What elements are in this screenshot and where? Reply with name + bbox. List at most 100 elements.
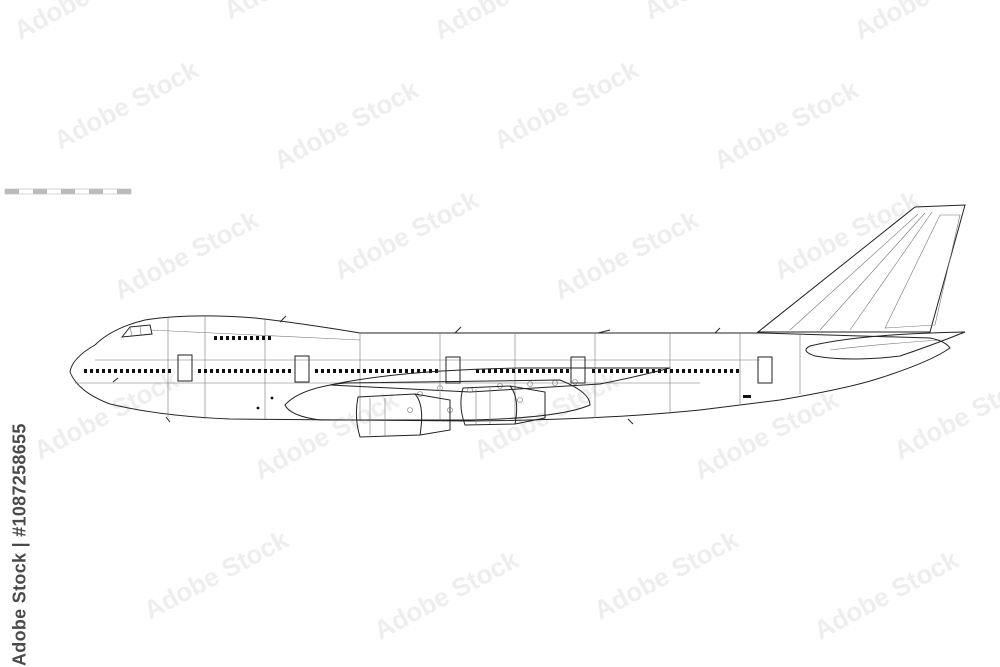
cabin-window [168, 369, 171, 373]
engine-inboard [355, 393, 451, 438]
engine-outboard [460, 385, 546, 426]
cabin-window [730, 369, 733, 373]
vertical-stabilizer [756, 204, 966, 333]
cabin-window [250, 336, 253, 340]
cabin-window [327, 369, 330, 373]
cabin-window [548, 369, 551, 373]
cabin-window [144, 369, 147, 373]
cabin-window [96, 369, 99, 373]
watermark-text: Adobe Stock [109, 204, 264, 305]
cabin-window [724, 369, 727, 373]
cabin-window [150, 369, 153, 373]
cabin-window [204, 369, 207, 373]
cabin-window [417, 369, 420, 373]
cabin-window [536, 369, 539, 373]
watermark-text: Adobe Stock [639, 0, 794, 25]
cabin-window [610, 369, 613, 373]
cabin-window [616, 369, 619, 373]
cabin-window [268, 336, 271, 340]
cabin-window [232, 336, 235, 340]
cabin-window [664, 369, 667, 373]
cabin-window [712, 369, 715, 373]
cabin-window [363, 369, 366, 373]
cabin-window [542, 369, 545, 373]
fuselage [69, 315, 951, 422]
cabin-window [676, 369, 679, 373]
cabin-window [252, 369, 255, 373]
scale-bar [4, 188, 132, 195]
cabin-window [524, 369, 527, 373]
aircraft-drawing [69, 204, 966, 438]
cabin-window [512, 369, 515, 373]
cabin-window [381, 369, 384, 373]
cabin-window [375, 369, 378, 373]
cabin-window [238, 336, 241, 340]
cabin-window [120, 369, 123, 373]
cabin-window [339, 369, 342, 373]
cabin-window [256, 336, 259, 340]
watermark-text: Adobe Stock [219, 0, 374, 25]
cabin-window [234, 369, 237, 373]
cabin-window [369, 369, 372, 373]
cabin-window [276, 369, 279, 373]
cabin-window [132, 369, 135, 373]
cabin-window [652, 369, 655, 373]
cabin-window [628, 369, 631, 373]
cabin-window [530, 369, 533, 373]
cabin-window [210, 369, 213, 373]
cabin-window [114, 369, 117, 373]
cockpit-window [120, 324, 153, 338]
cabin-window [244, 336, 247, 340]
cabin-window [264, 369, 267, 373]
wing-fairing [284, 379, 591, 421]
cabin-window [423, 369, 426, 373]
upper-deck-windows [214, 336, 271, 340]
cabin-window [222, 369, 225, 373]
cabin-window [718, 369, 721, 373]
cabin-window [156, 369, 159, 373]
cabin-window [220, 336, 223, 340]
cabin-window [138, 369, 141, 373]
cabin-window [566, 369, 569, 373]
cabin-window [622, 369, 625, 373]
cabin-window [640, 369, 643, 373]
cabin-window [84, 369, 87, 373]
cabin-window [634, 369, 637, 373]
cabin-window [270, 369, 273, 373]
watermark-text: Adobe Stock [49, 54, 204, 155]
cabin-window [288, 369, 291, 373]
cabin-window [405, 369, 408, 373]
cabin-window [90, 369, 93, 373]
cabin-window [321, 369, 324, 373]
cabin-window [228, 369, 231, 373]
cabin-window [411, 369, 414, 373]
cabin-window [598, 369, 601, 373]
watermark-text: Adobe Stock [329, 184, 484, 285]
cabin-window [682, 369, 685, 373]
cabin-window [357, 369, 360, 373]
watermark-text: Adobe Stock [549, 204, 704, 305]
cabin-window [258, 369, 261, 373]
cabin-window [560, 369, 563, 373]
watermark-text: Adobe Stock [369, 544, 524, 645]
cabin-window [315, 369, 318, 373]
cabin-window [670, 369, 673, 373]
cabin-window [706, 369, 709, 373]
cabin-window [700, 369, 703, 373]
watermark-text: Adobe Stock [769, 184, 924, 285]
antennas [165, 315, 721, 425]
horizontal-stabilizer [805, 331, 966, 360]
cabin-window [108, 369, 111, 373]
cabin-window [604, 369, 607, 373]
cabin-window [216, 369, 219, 373]
wing [329, 367, 671, 393]
cabin-window [694, 369, 697, 373]
cabin-window [554, 369, 557, 373]
watermark-text: Adobe Stock [139, 524, 294, 625]
cabin-window [488, 369, 491, 373]
cabin-window [126, 369, 129, 373]
cabin-window [226, 336, 229, 340]
cabin-window [399, 369, 402, 373]
